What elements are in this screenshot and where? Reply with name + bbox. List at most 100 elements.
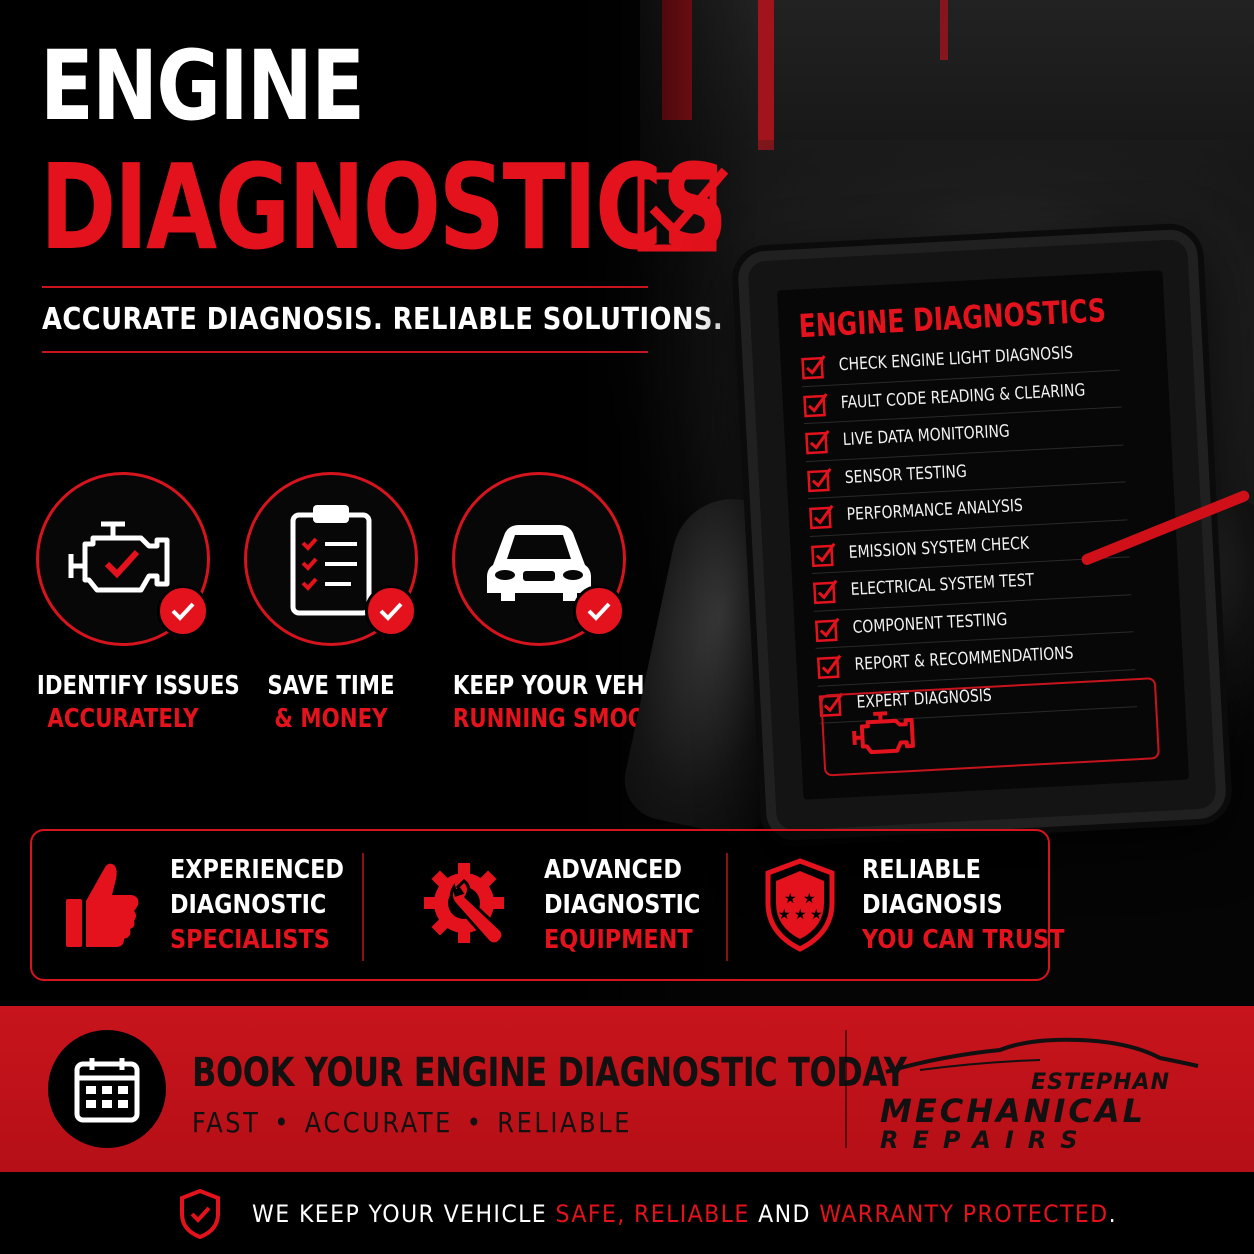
tablet-status-box xyxy=(820,677,1160,777)
footer: WE KEEP YOUR VEHICLE SAFE, RELIABLE AND … xyxy=(0,1172,1254,1254)
benefit-highlight: EQUIPMENT xyxy=(544,924,693,955)
tablet-checklist-item: SENSOR TESTING xyxy=(805,444,1126,500)
check-engine-icon xyxy=(68,521,170,593)
booking-attr: FAST xyxy=(192,1106,261,1139)
feature-subtitle: ACCURATELY xyxy=(47,703,199,734)
divider xyxy=(42,286,648,288)
diagnostic-tablet: ENGINE DIAGNOSTICS CHECK ENGINE LIGHT DI… xyxy=(736,228,1228,842)
benefit-highlight: SPECIALISTS xyxy=(170,924,330,955)
logo-name: ESTEPHAN xyxy=(1031,1070,1170,1095)
svg-text:★: ★ xyxy=(778,907,791,923)
checkbox-check-icon xyxy=(637,167,728,252)
garage-lift-pillar xyxy=(758,0,774,150)
check-badge-icon xyxy=(573,585,625,637)
feature-subtitle: RUNNING SMOOTHLY xyxy=(452,703,704,734)
tablet-checklist-item: FAULT CODE READING & CLEARING xyxy=(801,370,1122,425)
checkbox-check-icon xyxy=(813,580,838,605)
benefit-specialists: EXPERIENCED DIAGNOSTIC SPECIALISTS xyxy=(64,831,372,979)
tablet-item-label: CHECK ENGINE LIGHT DIAGNOSIS xyxy=(838,343,1074,376)
checkbox-check-icon xyxy=(816,654,842,680)
shield-stars-icon: ★★ ★★★ xyxy=(765,858,835,952)
headline-line2: DIAGNOSTICS xyxy=(40,138,728,276)
footer-highlight: WARRANTY PROTECTED xyxy=(819,1200,1109,1228)
booking-attr: ACCURATE xyxy=(304,1106,453,1139)
checkbox-check-icon xyxy=(801,355,826,380)
benefit-line: ADVANCED xyxy=(544,854,682,885)
tablet-checklist-item: ELECTRICAL SYSTEM TEST xyxy=(811,557,1132,612)
booking-attr: RELIABLE xyxy=(497,1106,633,1139)
separator: • xyxy=(274,1106,291,1139)
feature-identify-issues: IDENTIFY ISSUES ACCURATELY xyxy=(18,472,240,735)
benefit-line: RELIABLE xyxy=(862,854,981,885)
benefit-equipment: ADVANCED DIAGNOSTIC EQUIPMENT xyxy=(418,831,726,979)
feature-title: SAVE TIME xyxy=(267,671,395,701)
logo-word: REPAIRS xyxy=(880,1126,1092,1154)
car-front-icon xyxy=(487,525,591,601)
tablet-item-label: PERFORMANCE ANALYSIS xyxy=(846,496,1024,526)
tablet-checklist-item: EXPERT DIAGNOSIS xyxy=(817,669,1138,724)
booking-banner[interactable]: BOOK YOUR ENGINE DIAGNOSTIC TODAY FAST • A… xyxy=(0,1006,1254,1172)
separator: • xyxy=(466,1106,484,1139)
footer-text-part: AND xyxy=(749,1200,820,1228)
tablet-checklist-item: LIVE DATA MONITORING xyxy=(803,407,1124,462)
tablet-screen: ENGINE DIAGNOSTICS CHECK ENGINE LIGHT DI… xyxy=(776,270,1190,800)
tablet-item-label: ELECTRICAL SYSTEM TEST xyxy=(850,570,1035,601)
checkbox-check-icon xyxy=(807,467,832,493)
check-engine-icon xyxy=(852,711,915,755)
feature-circle xyxy=(244,472,418,646)
feature-keep-running: KEEP YOUR VEHICLE RUNNING SMOOTHLY xyxy=(434,472,704,735)
footer-highlight: SAFE, RELIABLE xyxy=(555,1200,750,1228)
benefit-line: DIAGNOSTIC xyxy=(544,889,701,920)
tablet-item-label: EMISSION SYSTEM CHECK xyxy=(848,533,1030,563)
check-badge-icon xyxy=(157,585,209,637)
tablet-checklist-item: CHECK ENGINE LIGHT DIAGNOSIS xyxy=(800,332,1120,387)
tablet-checklist-item: COMPONENT TESTING xyxy=(813,594,1134,649)
benefits-strip: EXPERIENCED DIAGNOSTIC SPECIALISTS ADVAN… xyxy=(30,829,1065,981)
benefit-highlight: YOU CAN TRUST xyxy=(862,924,1065,955)
feature-title: KEEP YOUR VEHICLE xyxy=(452,671,697,701)
tablet-item-label: SENSOR TESTING xyxy=(844,461,968,488)
booking-title: BOOK YOUR ENGINE DIAGNOSTIC TODAY xyxy=(192,1050,907,1096)
tablet-item-label: LIVE DATA MONITORING xyxy=(842,421,1011,451)
benefit-trust: ★★ ★★★ RELIABLE DIAGNOSIS YOU CAN TRUST xyxy=(764,831,1098,979)
footer-text-part: WE KEEP YOUR VEHICLE xyxy=(252,1200,556,1228)
benefit-line: DIAGNOSTIC xyxy=(170,889,327,920)
check-badge-icon xyxy=(365,585,417,637)
tablet-checklist-item: EMISSION SYSTEM CHECK xyxy=(809,519,1130,574)
company-logo[interactable]: ESTEPHAN MECHANICAL REPAIRS xyxy=(880,1036,1220,1156)
tablet-checklist-item: PERFORMANCE ANALYSIS xyxy=(807,482,1128,537)
checkbox-check-icon xyxy=(814,617,840,642)
divider xyxy=(42,351,648,353)
checkbox-check-icon xyxy=(809,505,834,530)
clipboard-checklist-icon xyxy=(290,505,372,616)
svg-text:★: ★ xyxy=(810,907,823,923)
headline-line1: ENGINE xyxy=(40,30,365,142)
divider xyxy=(845,1030,847,1148)
svg-text:★: ★ xyxy=(803,891,816,907)
booking-subtitle: FAST • ACCURATE • RELIABLE xyxy=(192,1106,632,1139)
checkbox-check-icon xyxy=(805,430,830,455)
garage-lift-pillar xyxy=(940,0,948,60)
calendar-badge xyxy=(48,1030,166,1148)
footer-text-part: . xyxy=(1108,1200,1117,1228)
gear-wrench-icon xyxy=(424,863,505,946)
calendar-icon xyxy=(74,1058,140,1123)
feature-circle xyxy=(36,472,210,646)
svg-text:★: ★ xyxy=(784,891,797,907)
checkbox-check-icon xyxy=(803,392,828,418)
shield-check-icon xyxy=(180,1188,220,1240)
tablet-item-label: FAULT CODE READING & CLEARING xyxy=(840,380,1086,413)
benefit-line: DIAGNOSIS xyxy=(862,889,1003,920)
feature-save-time: SAVE TIME & MONEY xyxy=(226,472,436,735)
divider xyxy=(362,853,364,961)
tagline: ACCURATE DIAGNOSIS. RELIABLE SOLUTIONS. xyxy=(42,302,724,337)
logo-word: MECHANICAL xyxy=(880,1092,1147,1130)
tablet-item-label: REPORT & RECOMMENDATIONS xyxy=(854,643,1074,676)
checkbox-check-icon xyxy=(818,692,844,717)
feature-circle xyxy=(452,472,626,646)
svg-text:★: ★ xyxy=(794,907,807,923)
feature-subtitle: & MONEY xyxy=(274,703,388,734)
thumbs-up-icon xyxy=(66,863,139,947)
car-silhouette-icon xyxy=(885,1037,1199,1074)
tablet-item-label: COMPONENT TESTING xyxy=(852,609,1008,638)
